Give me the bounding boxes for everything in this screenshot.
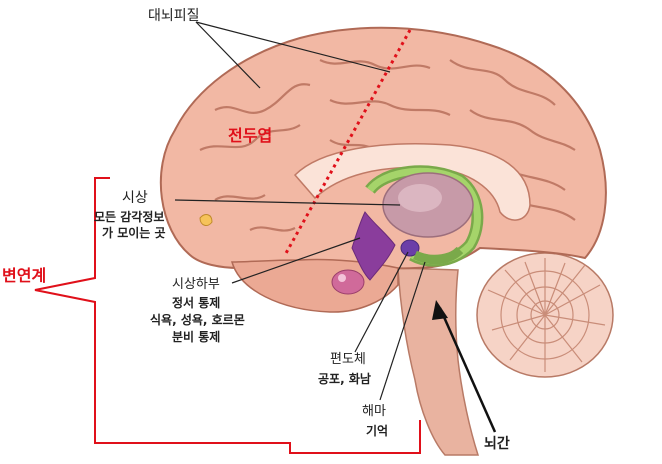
pointer-lines bbox=[174, 21, 426, 401]
label-brainstem: 뇌간 bbox=[484, 436, 510, 452]
label-amygdala-desc: 공포, 화남 bbox=[318, 372, 371, 386]
hippocampus-shape bbox=[413, 246, 464, 265]
label-hippocampus: 해마 bbox=[362, 404, 386, 419]
label-thalamus-desc-1: 모든 감각정보 bbox=[94, 210, 165, 224]
label-thalamus-desc-2: 가 모이는 곳 bbox=[102, 226, 166, 240]
label-hippocampus-desc: 기억 bbox=[366, 424, 389, 438]
label-limbic: 변연계 bbox=[2, 266, 47, 285]
label-thalamus: 시상 bbox=[122, 190, 148, 206]
cerebellum bbox=[476, 252, 614, 378]
pituitary-shape bbox=[331, 269, 365, 295]
label-hypothalamus-desc-3: 분비 통제 bbox=[172, 330, 221, 344]
label-hypothalamus-desc-2: 식욕, 성욕, 호르몬 bbox=[150, 313, 245, 327]
hypothalamus-shape bbox=[351, 211, 396, 281]
arrow-head bbox=[432, 300, 448, 320]
label-hypothalamus-desc-1: 정서 통제 bbox=[172, 296, 221, 310]
label-prefrontal: 전두엽 bbox=[228, 126, 273, 145]
brainstem bbox=[397, 267, 480, 456]
limbic-bracket bbox=[34, 177, 421, 454]
label-hypothalamus: 시상하부 bbox=[172, 277, 220, 292]
label-amygdala: 편도체 bbox=[330, 352, 366, 367]
label-cortex: 대뇌피질 bbox=[148, 8, 200, 24]
amygdala-shape bbox=[400, 239, 420, 257]
prefrontal-boundary bbox=[283, 29, 412, 256]
